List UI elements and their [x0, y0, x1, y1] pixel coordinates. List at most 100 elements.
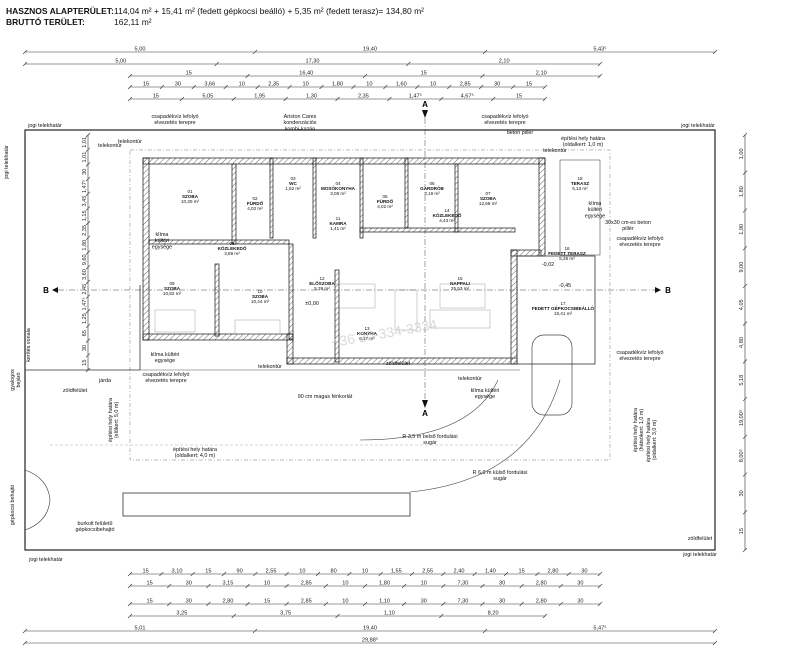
dim-label: 1,25 — [82, 313, 88, 324]
dim-tick — [206, 583, 211, 589]
dim-label: 30 — [577, 580, 583, 586]
dim-label: 30 — [739, 490, 745, 496]
dim-label: 2,85 — [460, 81, 471, 87]
dim-tick — [712, 49, 718, 55]
dim-label: 2,80 — [548, 568, 559, 574]
room-name: MOSÓKONYHA — [321, 184, 356, 191]
dim-tick — [597, 73, 603, 79]
room-number: 10 — [257, 289, 263, 294]
dim-tick — [253, 571, 258, 577]
annotation-level-m002: -0,02 — [542, 262, 554, 268]
dim-tick — [22, 49, 28, 55]
dim-tick — [597, 601, 603, 607]
section-label-b-left: B — [43, 286, 49, 295]
dim-label: 1,40 — [485, 568, 496, 574]
dim-tick — [401, 601, 407, 607]
dim-label: 30 — [82, 345, 88, 351]
annotation-magas-feny: 90 cm magas fénkorlát — [298, 394, 353, 400]
dim-tick — [503, 571, 509, 577]
building-walls — [142, 157, 546, 365]
dim-label: 2,35 — [82, 225, 88, 236]
dim-tick — [742, 283, 748, 289]
dim-label: 30 — [499, 580, 505, 586]
dim-label: 3,60 — [82, 269, 88, 280]
annotation-gepkocsi: gépkocsi behajtó — [10, 485, 16, 525]
dim-label: 2,85 — [301, 598, 312, 604]
dim-tick — [558, 583, 564, 589]
dim-tick — [85, 235, 91, 241]
dim-tick — [221, 571, 227, 577]
room-area: 12,68 m² — [479, 201, 498, 206]
dim-label: 1,15 — [82, 210, 88, 221]
dim-tick — [519, 583, 524, 589]
dim-label: 15 — [146, 598, 152, 604]
annotation-zoldfelulet3: zöldfelület — [688, 536, 713, 542]
dim-label: 15 — [516, 93, 522, 99]
dim-label: 65 — [82, 330, 88, 336]
room-number: 08 — [229, 241, 235, 246]
dim-tick — [255, 84, 260, 90]
dim-tick — [742, 208, 748, 213]
dim-label: 1,00 — [739, 148, 745, 159]
dim-label: 10 — [299, 568, 305, 574]
dim-tick — [566, 571, 571, 577]
room-number: 03 — [290, 176, 296, 181]
dim-tick — [166, 601, 172, 607]
dim-tick — [362, 601, 368, 607]
carport — [516, 255, 596, 365]
dim-label: 8,20 — [488, 610, 499, 616]
dim-label: 15 — [153, 93, 159, 99]
dim-tick — [542, 96, 548, 102]
room-area: 25,53 m² — [451, 286, 470, 291]
dim-tick — [742, 132, 748, 138]
dim-label: 1,80 — [82, 240, 88, 251]
dim-label: 2,55 — [266, 568, 277, 574]
dim-label: 15 — [519, 568, 525, 574]
annotation-level-000: ±0,00 — [305, 301, 318, 307]
dim-label: 10 — [302, 81, 308, 87]
dim-label: 3,75 — [280, 610, 291, 616]
annotation-level-m045: -0,45 — [559, 283, 571, 289]
dim-label: 15 — [143, 81, 149, 87]
dim-tick — [490, 96, 496, 102]
dim-label: 8,00⁵ — [738, 449, 745, 462]
dim-label: 5,01 — [135, 625, 146, 631]
room-name: TERASZ — [571, 181, 590, 186]
dim-label: 15 — [264, 598, 270, 604]
dim-label: 1,90 — [739, 224, 745, 235]
room-name: FEDETT TERASZ — [548, 251, 586, 256]
room-area: 1,52 m² — [285, 186, 301, 191]
dim-label: 2,80 — [536, 598, 547, 604]
useful-area-value: 114,04 m² + 15,41 m² (fedett gépkocsi be… — [114, 6, 425, 16]
dim-label: 5,00 — [135, 46, 146, 52]
phone-watermark: +36 20-334-3334 — [330, 316, 438, 350]
annotation-jogi-telekhatar-tr: jogi telekhatár — [680, 123, 715, 129]
dim-tick — [542, 613, 548, 619]
dim-tick — [472, 571, 477, 577]
dim-label: 30 — [577, 598, 583, 604]
dim-tick — [510, 84, 516, 90]
dim-tick — [742, 510, 748, 515]
room-number: 02 — [252, 196, 258, 201]
dim-label: 19,40 — [363, 46, 377, 52]
room-name: WC — [289, 181, 297, 186]
dim-label: 10 — [342, 598, 348, 604]
dim-label: 2,35 — [358, 93, 369, 99]
annotation-zoldfelulet2: zöldfelület — [386, 361, 411, 367]
dim-label: 3,10 — [172, 568, 183, 574]
dim-tick — [323, 601, 329, 607]
annotation-jogi-telekhatar-br: jogi telekhatár — [682, 552, 717, 558]
dim-tick — [284, 571, 289, 577]
dim-tick — [362, 73, 368, 79]
